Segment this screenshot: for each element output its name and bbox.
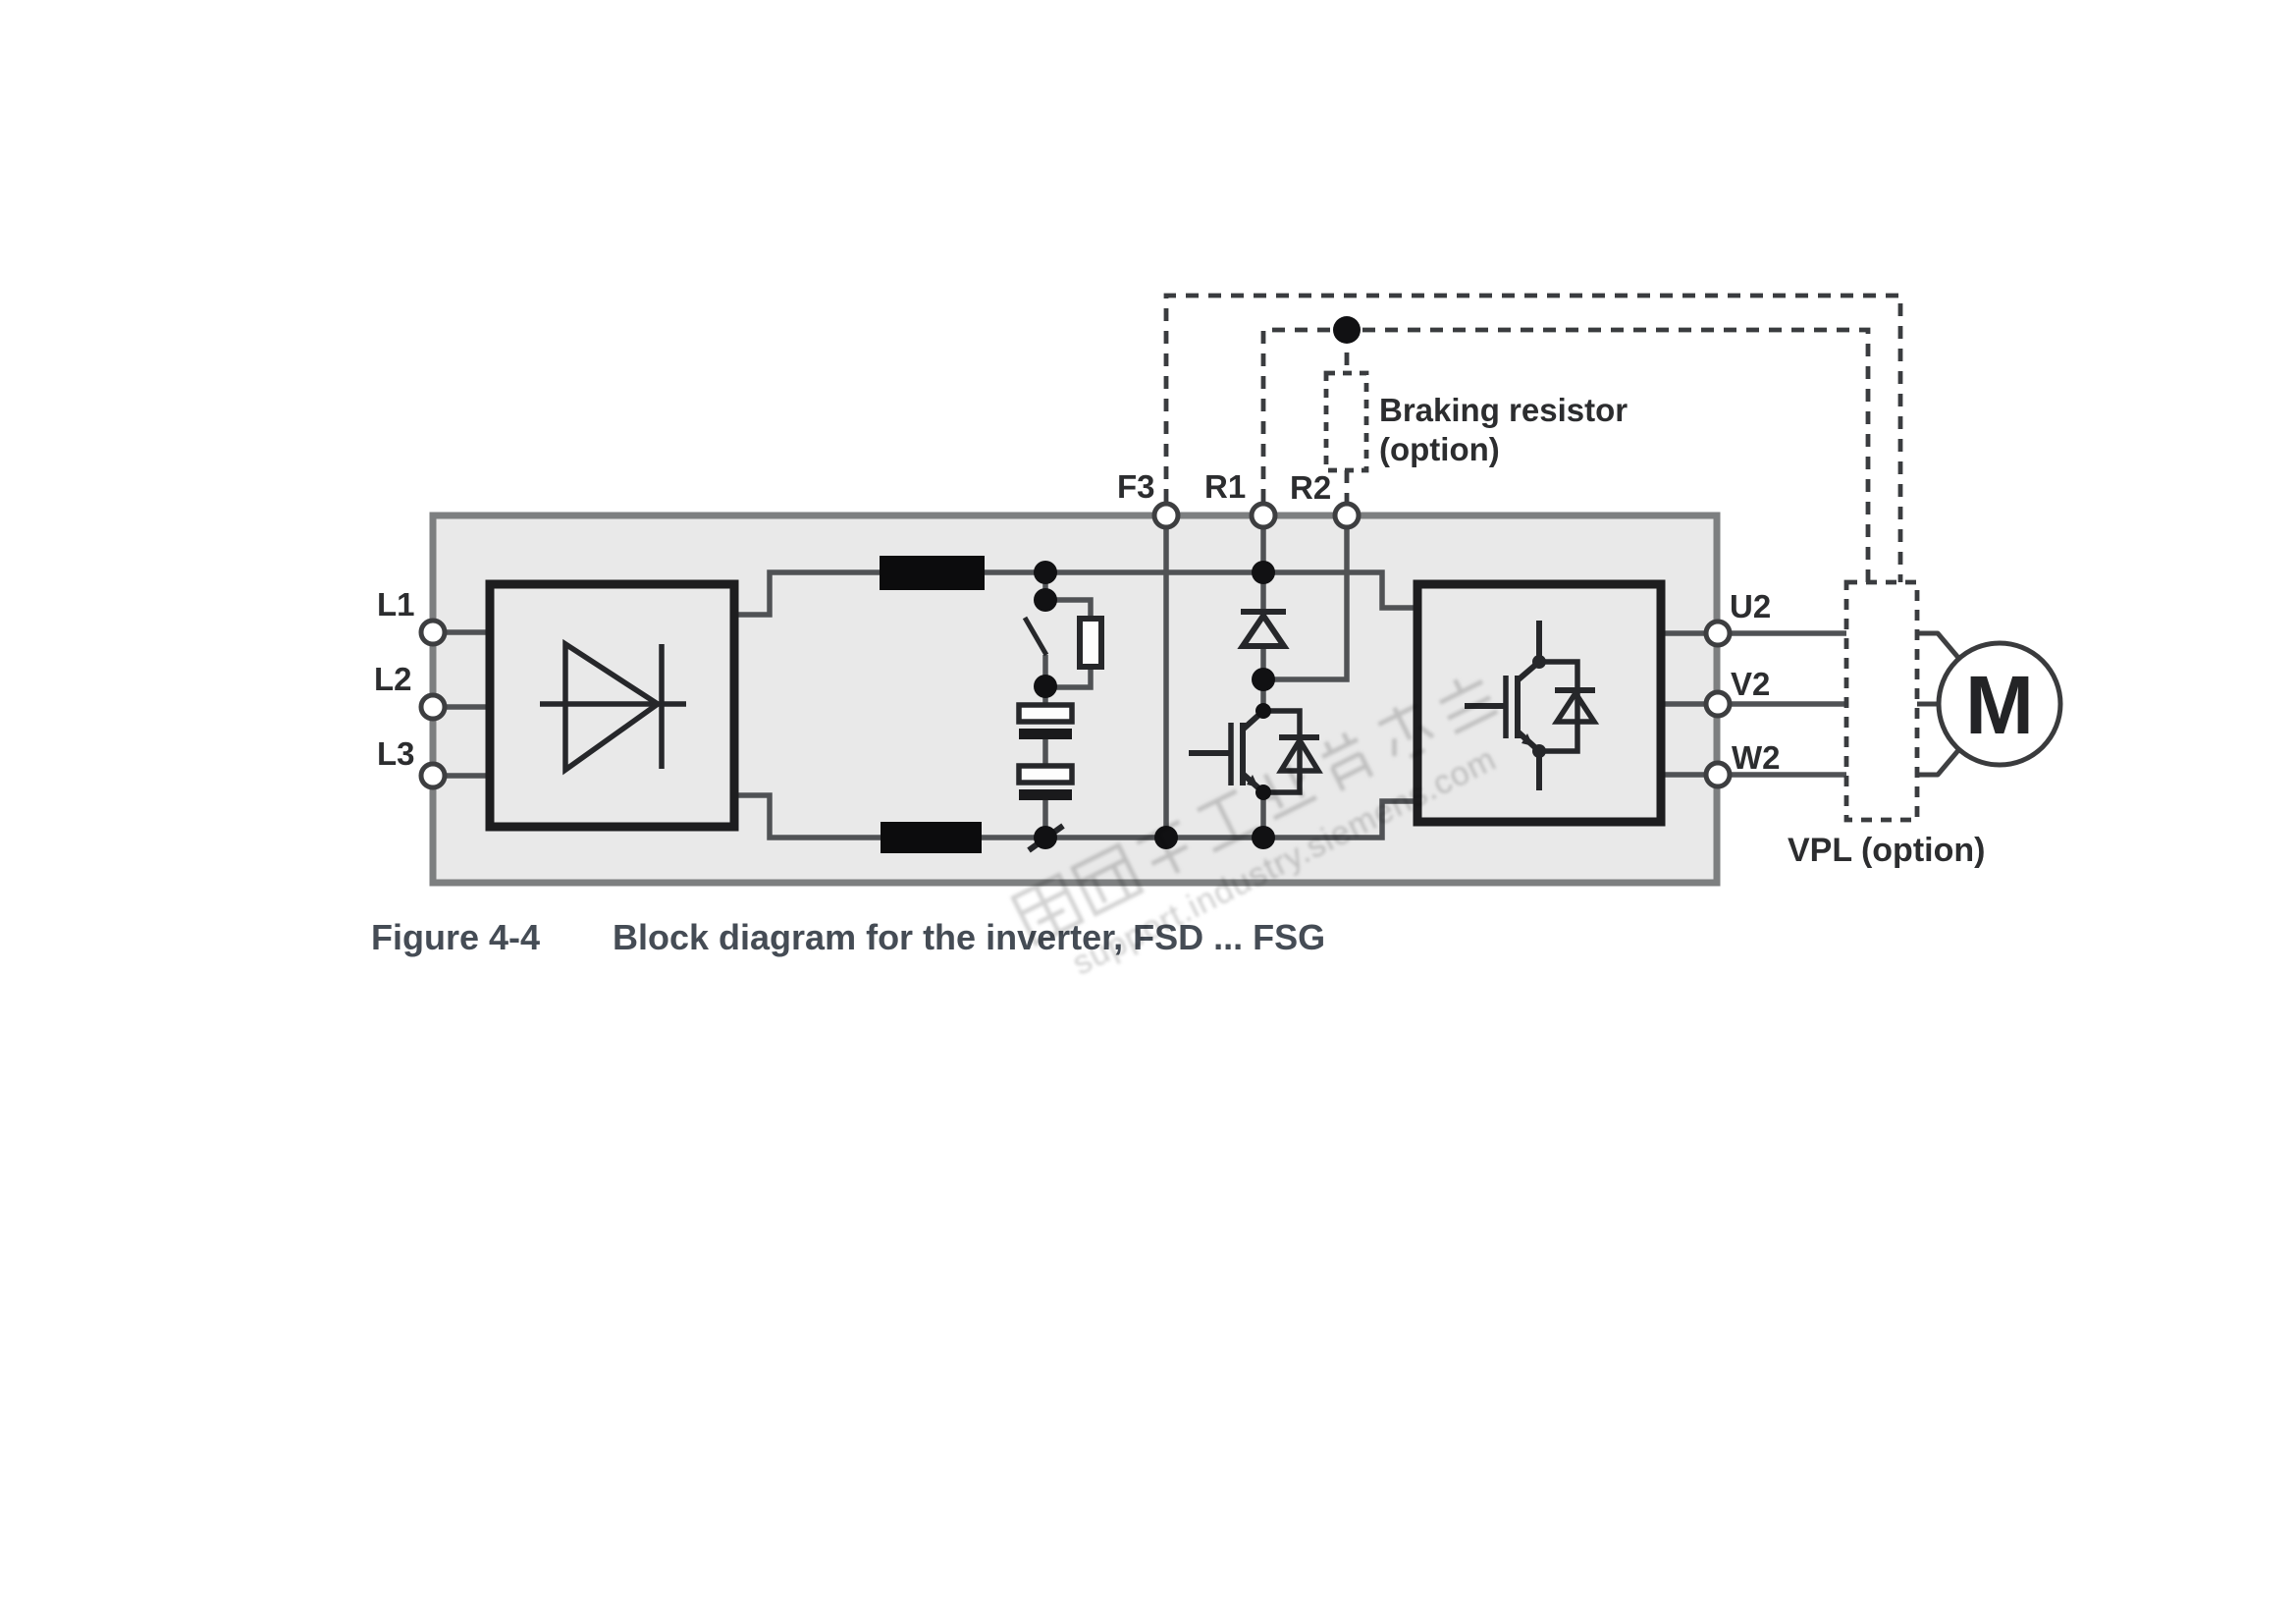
svg-text:Figure 4-4: Figure 4-4 xyxy=(371,917,540,957)
svg-text:L2: L2 xyxy=(374,661,412,697)
svg-text:L3: L3 xyxy=(377,735,415,772)
svg-text:F3: F3 xyxy=(1117,468,1155,505)
svg-text:R2: R2 xyxy=(1290,469,1331,506)
svg-text:U2: U2 xyxy=(1730,588,1771,624)
svg-text:VPL (option): VPL (option) xyxy=(1788,832,1985,869)
svg-text:R1: R1 xyxy=(1204,468,1246,505)
svg-text:W2: W2 xyxy=(1732,739,1781,776)
svg-text:(option): (option) xyxy=(1379,431,1500,467)
svg-text:M: M xyxy=(1965,659,2034,751)
svg-text:Braking resistor: Braking resistor xyxy=(1379,392,1628,428)
svg-text:V2: V2 xyxy=(1731,666,1770,702)
svg-text:Block diagram for the inverter: Block diagram for the inverter, FSD ... … xyxy=(613,917,1325,957)
svg-text:L1: L1 xyxy=(377,586,415,623)
